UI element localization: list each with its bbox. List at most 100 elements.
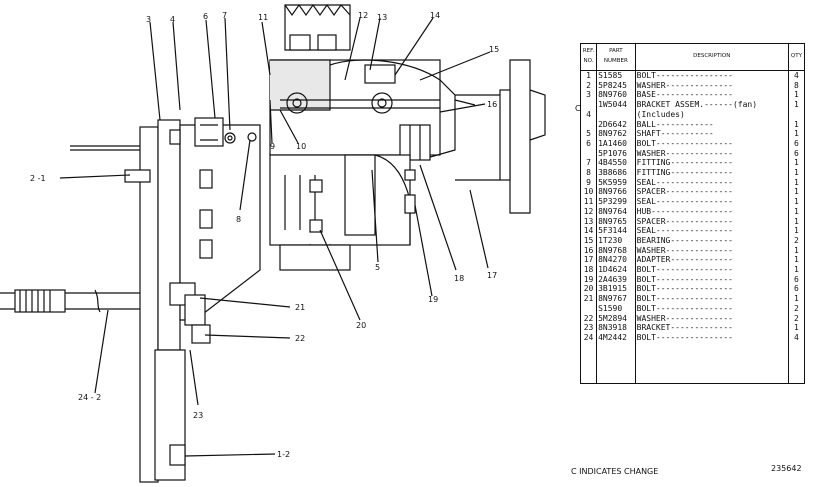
callout-16: 16 bbox=[487, 100, 497, 109]
callout-22: 22 bbox=[295, 334, 305, 343]
ref-no-cell: 16 bbox=[579, 245, 598, 256]
part-number-cell: 5P8245 bbox=[596, 80, 636, 91]
part-number-cell bbox=[596, 109, 636, 120]
qty-cell: 1 bbox=[787, 100, 806, 110]
ref-no-cell: 24 bbox=[579, 332, 598, 343]
adapter bbox=[509, 59, 531, 214]
qty-cell: 1 bbox=[787, 187, 806, 198]
ref-no-cell: 2 bbox=[579, 80, 598, 91]
description-cell: SHAFT----------- bbox=[634, 129, 789, 139]
ref-no-cell bbox=[579, 148, 598, 159]
part-number-cell: 8N3918 bbox=[596, 323, 636, 333]
callout-10: 10 bbox=[296, 142, 306, 151]
qty-cell: 1 bbox=[787, 197, 806, 207]
callout-1-2: 1-2 bbox=[277, 450, 290, 459]
qty-cell: 1 bbox=[787, 294, 806, 304]
callout-19: 19 bbox=[428, 295, 438, 304]
description-cell: SPACER-------------- bbox=[634, 216, 789, 227]
callout-6: 6 bbox=[203, 12, 208, 21]
qty-cell: 1 bbox=[787, 90, 806, 101]
ref-no-cell: 13 bbox=[579, 216, 598, 227]
ref-no-cell: 18 bbox=[579, 265, 598, 275]
qty-cell: 6 bbox=[787, 284, 806, 295]
description-cell: BEARING------------- bbox=[634, 235, 789, 246]
part-number-cell: 2A4639 bbox=[596, 274, 636, 285]
callout-24-2: 24 - 2 bbox=[78, 393, 101, 402]
blank-cell bbox=[579, 342, 598, 384]
description-cell: SEAL---------------- bbox=[634, 226, 789, 236]
ref-no-cell: 8 bbox=[579, 168, 598, 178]
description-cell: BALL------------ bbox=[634, 119, 789, 130]
description-cell: WASHER-------------- bbox=[634, 245, 789, 256]
qty-cell: 1 bbox=[787, 323, 806, 333]
callout-13: 13 bbox=[377, 13, 387, 22]
qty-cell: 2 bbox=[787, 303, 806, 314]
callout-7: 7 bbox=[222, 11, 227, 20]
part-number-cell: 8N9767 bbox=[596, 294, 636, 304]
part-number-cell: 5M2894 bbox=[596, 313, 636, 324]
description-cell: BOLT---------------- bbox=[634, 70, 789, 81]
part-number-cell: 4B4550 bbox=[596, 158, 636, 169]
description-cell: BOLT---------------- bbox=[634, 303, 789, 314]
ref-no-cell: 17 bbox=[579, 255, 598, 266]
qty-cell: 1 bbox=[787, 206, 806, 217]
qty-cell bbox=[787, 109, 806, 120]
part-number-cell: 3B8686 bbox=[596, 168, 636, 178]
part-number-cell: 8N9764 bbox=[596, 206, 636, 217]
exploded-parts-diagram: 3 4 6 7 11 12 13 14 15 16 10 9 8 2 -1 5 … bbox=[0, 3, 546, 483]
part-number-cell: 1D4624 bbox=[596, 265, 636, 275]
part-number-cell: 5K5959 bbox=[596, 177, 636, 188]
ref-no-cell: 11 bbox=[579, 197, 598, 207]
description-cell: BOLT---------------- bbox=[634, 265, 789, 275]
callout-9: 9 bbox=[270, 142, 275, 151]
ref-no-cell: 1 bbox=[579, 70, 598, 81]
qty-cell: 1 bbox=[787, 216, 806, 227]
description-cell: BRACKET ASSEM.------(fan) bbox=[634, 100, 789, 110]
part-number-cell: 8N9760 bbox=[596, 90, 636, 101]
part-number-cell: S1590 bbox=[596, 303, 636, 314]
ref-no-cell bbox=[579, 303, 598, 314]
ref-no-cell: 9 bbox=[579, 177, 598, 188]
description-cell: ADAPTER------------- bbox=[634, 255, 789, 266]
blank-cell bbox=[787, 342, 806, 384]
part-number-cell: 8N4270 bbox=[596, 255, 636, 266]
part-number-cell: 5F3144 bbox=[596, 226, 636, 236]
qty-cell: 1 bbox=[787, 255, 806, 266]
callout-21: 21 bbox=[295, 303, 305, 312]
qty-cell: 1 bbox=[787, 226, 806, 236]
ref-no-cell: 22 bbox=[579, 313, 598, 324]
qty-cell: 6 bbox=[787, 274, 806, 285]
ref-no-cell bbox=[579, 119, 598, 130]
callout-12: 12 bbox=[358, 11, 368, 20]
part-number-cell: 8N9768 bbox=[596, 245, 636, 256]
ref-no-cell: 21 bbox=[579, 294, 598, 304]
qty-cell: 1 bbox=[787, 168, 806, 178]
ref-no-cell bbox=[579, 100, 598, 110]
part-number-cell: 5P1076 bbox=[596, 148, 636, 159]
qty-cell: 4 bbox=[787, 70, 806, 81]
description-cell: WASHER-------------- bbox=[634, 313, 789, 324]
ref-no-cell: 12 bbox=[579, 206, 598, 217]
part-number-cell: 8N9766 bbox=[596, 187, 636, 198]
qty-cell: 2 bbox=[787, 235, 806, 246]
qty-cell: 2 bbox=[787, 313, 806, 324]
callout-3: 3 bbox=[146, 15, 151, 24]
callout-11: 11 bbox=[258, 13, 268, 22]
part-number-cell: 1W5044 bbox=[596, 100, 636, 110]
description-cell: SEAL---------------- bbox=[634, 197, 789, 207]
qty-cell: 1 bbox=[787, 158, 806, 169]
